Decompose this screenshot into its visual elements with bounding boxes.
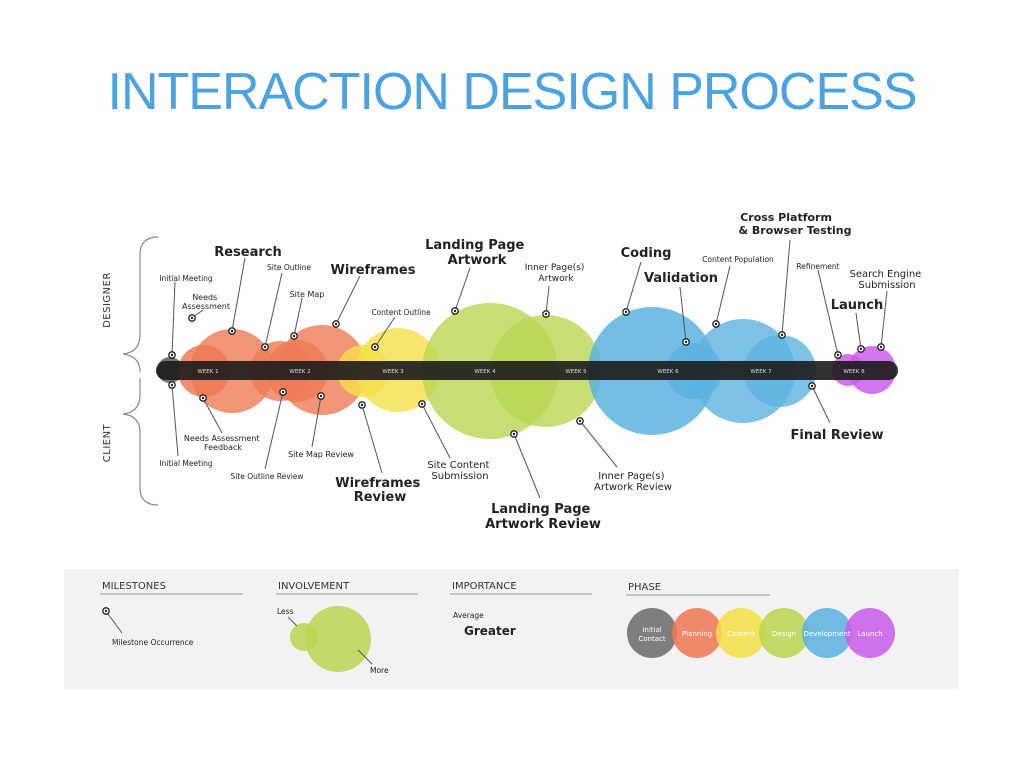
phase-legend-label: Planning [682,630,712,638]
legend-milestones-heading: MILESTONES [102,581,166,592]
timeline-bar [156,361,898,380]
phase-legend-circle [845,608,895,658]
legend-greater: Greater [464,624,516,638]
ms-client-initial-meeting: Initial Meeting [159,459,213,468]
milestone-dot-center [780,333,784,337]
milestone-dot-center [859,347,863,351]
ms-site-map-review: Site Map Review [288,450,354,459]
designer-bracket [122,236,159,373]
phase-legend-circle [759,608,809,658]
milestone-dot-center [512,432,516,436]
milestone-dot-center [373,345,377,349]
ms-coding: Coding [621,246,672,261]
legend-less: Less [277,607,294,616]
ms-launch: Launch [831,298,884,313]
ms-inner-pages-artwork: Inner Page(s) Artwork [525,263,588,284]
ms-content-outline: Content Outline [371,308,431,317]
milestone-dots [168,307,885,438]
milestone-dot-center [836,353,840,357]
ms-initial-meeting: Initial Meeting [159,274,213,283]
ms-search-engine: Search Engine Submission [850,269,925,291]
ms-final-review: Final Review [791,428,884,443]
legend-importance-heading: IMPORTANCE [452,581,517,592]
ms-site-map: Site Map [290,290,325,299]
designer-milestones: Initial Meeting Research Needs Assessmen… [159,211,925,317]
milestone-dot-center [684,340,688,344]
milestone-dot-center [190,316,194,320]
ms-site-content-submission: Site Content Submission [427,460,492,482]
phase-legend-circle [672,608,722,658]
legend-phase-heading: PHASE [628,582,661,593]
ms-refinement: Refinement [796,262,839,271]
leader-lines [171,239,888,499]
milestone-dot-center [420,402,424,406]
client-label: CLIENT [102,423,113,462]
ms-wireframes: Wireframes [331,263,416,278]
legend-involvement-heading: INVOLVEMENT [278,581,350,592]
ms-site-outline-review: Site Outline Review [230,472,303,481]
milestone-dot-center [624,310,628,314]
phase-legend-label: Design [772,630,796,638]
milestone-dot-center [281,390,285,394]
phase-legend-circle [802,608,852,658]
week-labels: WEEK 1 WEEK 2 WEEK 3 WEEK 4 WEEK 5 WEEK 6 WEEK… [197,369,865,375]
phase-legend-circle [627,608,677,658]
involvement-more-circle [305,606,371,672]
designer-label: DESIGNER [102,272,113,328]
ms-content-population: Content Population [702,255,774,264]
slide-title: INTERACTION DESIGN PROCESS [107,63,918,121]
milestone-dot-center [170,353,174,357]
milestone-dot-center [714,322,718,326]
milestone-dot-center [453,309,457,313]
milestone-dot-center [544,312,548,316]
week-label: WEEK 8 [843,369,865,375]
week-label: WEEK 6 [657,369,679,375]
ms-site-outline: Site Outline [267,263,311,272]
milestone-dot-center [230,329,234,333]
ms-wireframes-review: Wireframes Review [335,476,425,505]
legend-average: Average [453,611,484,620]
involvement-less-circle [290,623,318,651]
phase-legend-circle [716,608,766,658]
milestone-dot-center [292,334,296,338]
week-label: WEEK 5 [565,369,587,375]
ms-research: Research [214,245,282,260]
legend: MILESTONES Milestone Occurrence INVOLVEM… [100,581,895,675]
week-label: WEEK 7 [750,369,772,375]
milestone-dot-center [578,419,582,423]
milestone-dot-center [810,384,814,388]
week-label: WEEK 4 [474,369,496,375]
ms-validation: Validation [644,271,718,286]
client-milestones: Initial Meeting Needs Assessment Feedbac… [159,428,883,532]
ms-inner-pages-artwork-review: Inner Page(s) Artwork Review [594,471,672,493]
milestone-dot-center [170,383,174,387]
week-label: WEEK 3 [382,369,404,375]
week-label: WEEK 2 [289,369,310,375]
milestone-dot-center [319,394,323,398]
phase-legend-label: Launch [857,630,882,638]
legend-milestone-occurrence: Milestone Occurrence [112,638,194,647]
client-bracket [122,378,159,506]
ms-landing-page-artwork: Landing Page Artwork [425,238,529,268]
phase-legend-label: Development [803,630,850,638]
ms-landing-page-artwork-review: Landing Page Artwork Review [485,502,601,532]
phase-legend-label: Content [727,630,755,638]
milestone-dot-center [360,403,364,407]
milestone-dot-center [334,322,338,326]
legend-more: More [370,666,389,675]
week-label: WEEK 1 [197,369,218,375]
ms-needs-assessment-feedback: Needs Assessment Feedback [184,434,262,452]
milestone-dot-center [201,396,205,400]
ms-needs-assessment: Needs Assessment [182,293,230,311]
milestone-dot-center [263,345,267,349]
ms-cross-platform: Cross Platform & Browser Testing [739,211,852,237]
milestone-dot-center [879,345,883,349]
